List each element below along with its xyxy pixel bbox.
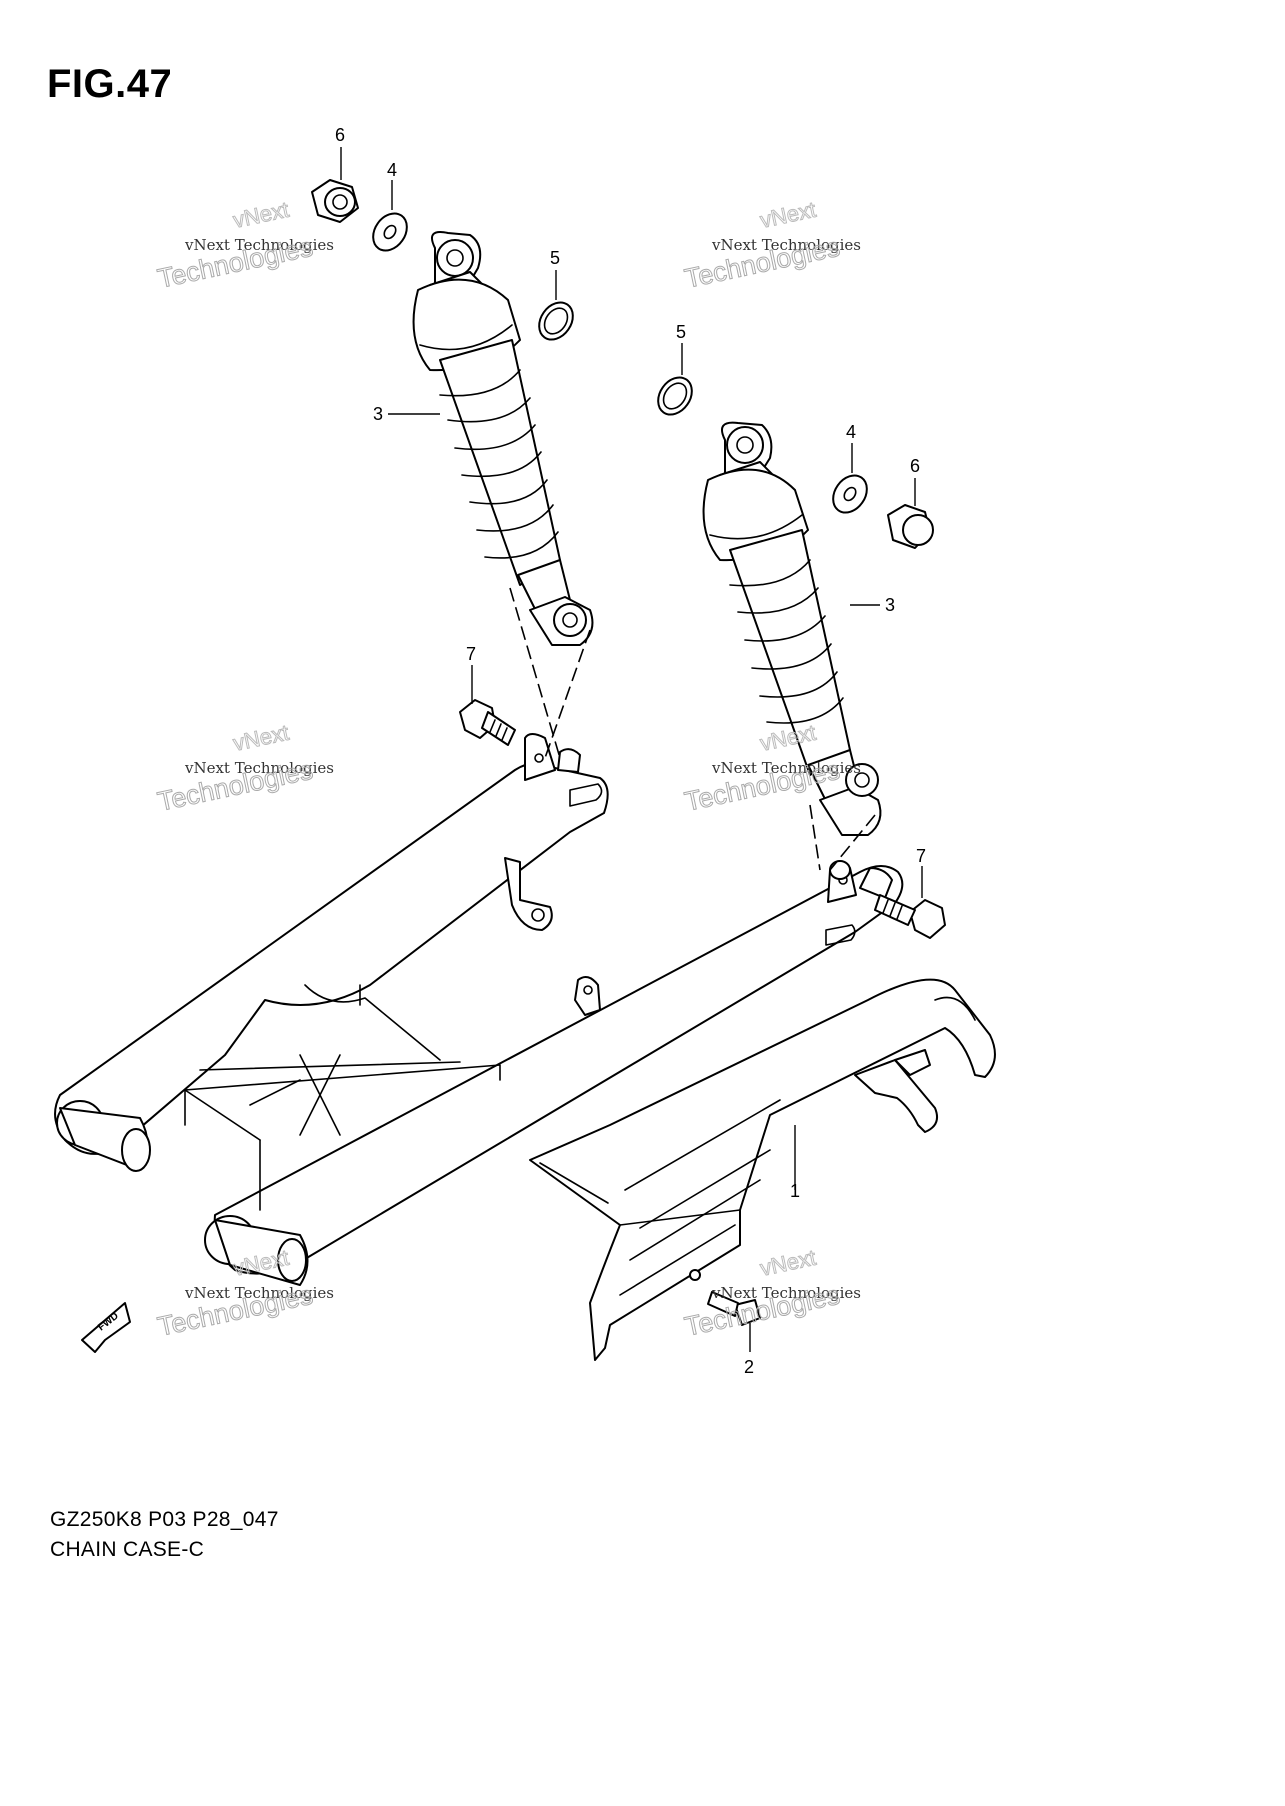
washer-5-right (657, 376, 693, 416)
shock-absorber-left (412, 231, 594, 759)
callout-1: 1 (790, 1181, 800, 1201)
callout-3-left: 3 (373, 404, 383, 424)
callout-6-right: 6 (910, 456, 920, 476)
callout-7-right: 7 (916, 846, 926, 866)
screw-2 (707, 1291, 761, 1326)
svg-text:vNext: vNext (231, 197, 291, 233)
callout-numbers: 6 4 5 3 5 4 6 3 7 7 1 2 (335, 125, 926, 1377)
washer-4-left (372, 212, 408, 252)
svg-text:vNext: vNext (758, 1245, 818, 1281)
bolt-7-left (459, 699, 516, 746)
callout-6-left: 6 (335, 125, 345, 145)
nut-6-left (311, 179, 359, 223)
svg-text:vNext Technologies: vNext Technologies (711, 759, 861, 777)
fwd-arrow-icon: FWD (81, 1302, 131, 1353)
callout-4-right: 4 (846, 422, 856, 442)
watermark-1: vNext vNext Technologies Technologies (155, 196, 335, 294)
model-code: GZ250K8 P03 P28_047 (50, 1508, 279, 1531)
cap-nut-6-right (887, 504, 934, 549)
shock-absorber-right (702, 421, 882, 871)
callout-2: 2 (744, 1357, 754, 1377)
part-group-name: CHAIN CASE-C (50, 1538, 205, 1561)
svg-text:vNext Technologies: vNext Technologies (711, 236, 861, 254)
callout-4-left: 4 (387, 160, 397, 180)
callout-5-right: 5 (676, 322, 686, 342)
washer-4-right (832, 474, 868, 514)
watermark-3: vNext vNext Technologies Technologies (155, 719, 335, 817)
svg-text:vNext Technologies: vNext Technologies (184, 236, 334, 254)
figure-title: FIG.47 (47, 62, 173, 106)
svg-text:vNext: vNext (231, 720, 291, 756)
svg-text:vNext Technologies: vNext Technologies (184, 1284, 334, 1302)
bolt-7-right (874, 894, 946, 939)
svg-text:vNext Technologies: vNext Technologies (184, 759, 334, 777)
chain-case (529, 978, 996, 1361)
callout-leaders (340, 147, 923, 1352)
svg-text:vNext Technologies: vNext Technologies (711, 1284, 861, 1302)
callout-7-left: 7 (466, 644, 476, 664)
washer-5-left (538, 301, 574, 341)
swing-arm (54, 733, 904, 1286)
watermark-2: vNext vNext Technologies Technologies (682, 196, 862, 294)
callout-5-left: 5 (550, 248, 560, 268)
callout-3-right: 3 (885, 595, 895, 615)
svg-text:vNext: vNext (758, 197, 818, 233)
